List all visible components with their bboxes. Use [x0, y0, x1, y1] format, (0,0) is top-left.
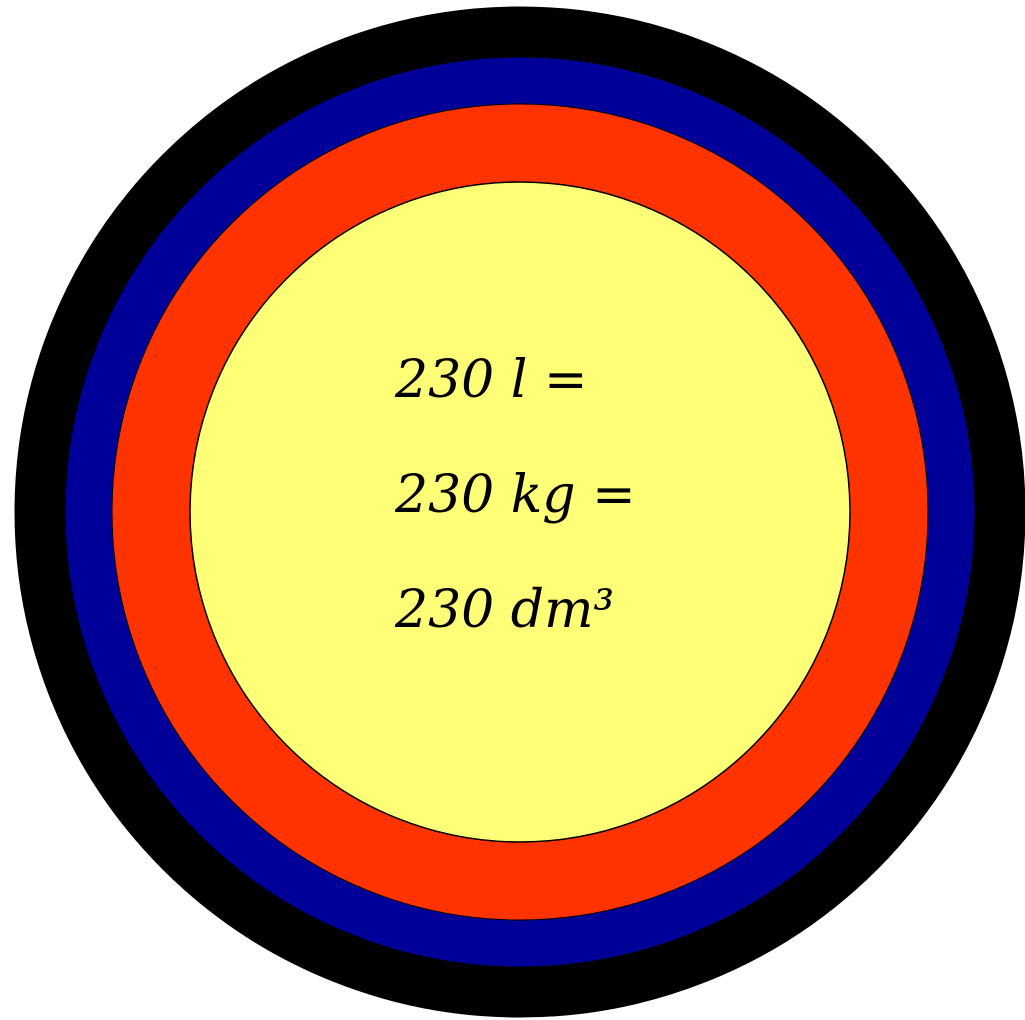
- label-kilograms: 230 kg =: [395, 465, 636, 525]
- yellow-center-disc: [189, 181, 851, 843]
- label-cubic-decimeters: 230 dm³: [395, 580, 615, 640]
- label-liters: 230 l =: [395, 350, 588, 410]
